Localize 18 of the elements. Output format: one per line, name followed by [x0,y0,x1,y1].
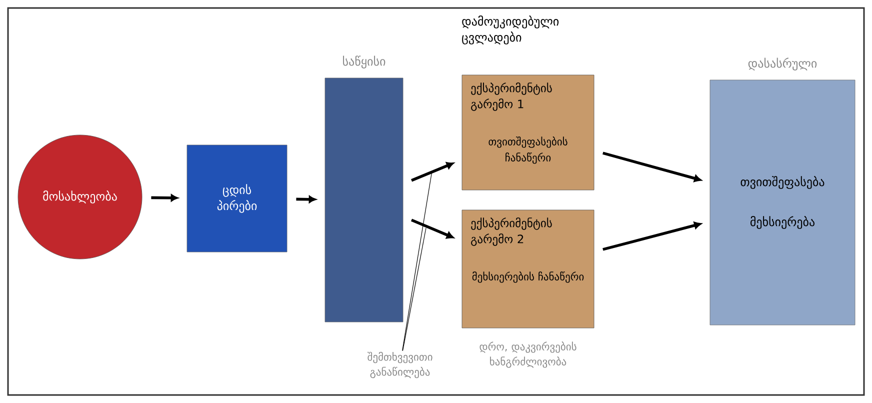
arrow [602,152,702,182]
annotation-text: შემთხვევითი განაწილება [368,352,432,378]
leader-line [402,170,432,351]
node-label: დასასრული [748,58,817,70]
start-box: საწყისი [324,56,404,322]
end-box: დასასრული თვითშეფასება მეხსიერება [710,58,856,326]
arrow [411,162,454,182]
arrow [296,196,316,203]
leader-line [402,228,426,351]
node-label: დრო, დაკვირვების ხანგრძლივობა [480,342,576,368]
environment-box: ექსპერიმენტის გარემო 2 მეხსიერების ჩანაწერი დრო, დაკვირვების ხანგრძლივობა [462,210,594,368]
environment-box: ექსპერიმენტის გარემო 1 თვითშეფასების ჩანაწერი [462,74,594,190]
subjects-box: ცდის პირები [186,144,288,252]
arrow [151,194,178,202]
node-label: საწყისი [343,56,386,68]
arrow [410,218,454,239]
arrow [602,222,702,251]
heading: დამოუკიდებული ცვლადები [462,16,559,44]
